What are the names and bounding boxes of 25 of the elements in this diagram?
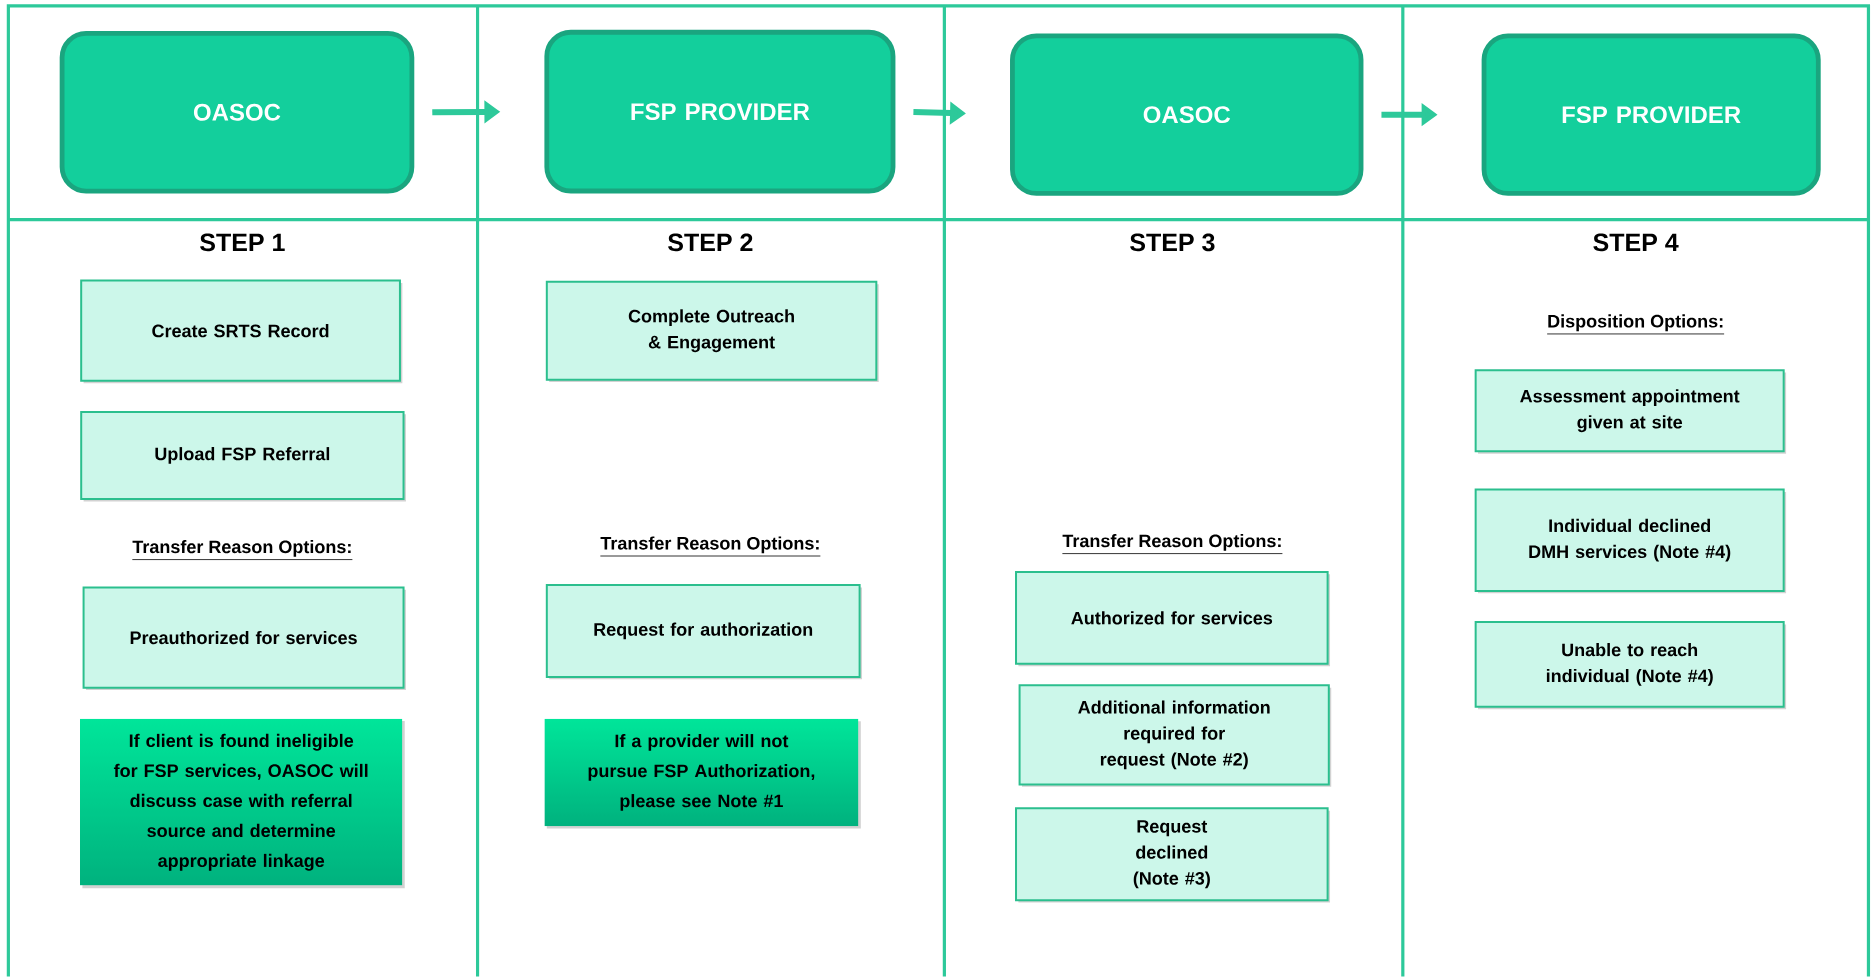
process-box: Unable to reach individual (Note #4) — [1474, 621, 1787, 710]
process-box: Upload FSP Referral — [80, 411, 406, 502]
process-box: Request declined (Note #3) — [1015, 807, 1330, 903]
section-heading: Transfer Reason Options: — [599, 536, 821, 557]
header-box: OASOC — [1010, 33, 1364, 196]
header-box: FSP PROVIDER — [544, 30, 896, 194]
header-box: FSP PROVIDER — [1481, 33, 1821, 196]
process-box: Individual declined DMH services (Note #4) — [1474, 488, 1787, 594]
header-box: OASOC — [59, 31, 415, 194]
section-heading: Disposition Options: — [1546, 314, 1725, 335]
process-box: Preauthorized for services — [82, 586, 406, 691]
note-box: If a provider will not pursue FSP Authorization, please see Note #1 — [544, 718, 861, 829]
process-box: Authorized for services — [1015, 571, 1330, 667]
section-heading: Transfer Reason Options: — [1062, 534, 1283, 555]
step-heading: STEP 2 — [668, 233, 753, 252]
step-heading: STEP 3 — [1130, 233, 1215, 252]
process-box: Request for authorization — [545, 584, 862, 680]
note-box: If client is found ineligible for FSP services, OASOC will discuss case with referral source and determine appropriate linkage — [80, 718, 405, 889]
step-heading: STEP 4 — [1593, 233, 1679, 252]
process-box: Create SRTS Record — [80, 279, 403, 384]
step-heading: STEP 1 — [200, 233, 285, 252]
section-heading: Transfer Reason Options: — [131, 540, 353, 561]
process-box: Assessment appointment given at site — [1474, 369, 1787, 454]
process-box: Additional information required for request (Note #2) — [1018, 684, 1332, 787]
process-box: Complete Outreach & Engagement — [545, 280, 879, 383]
